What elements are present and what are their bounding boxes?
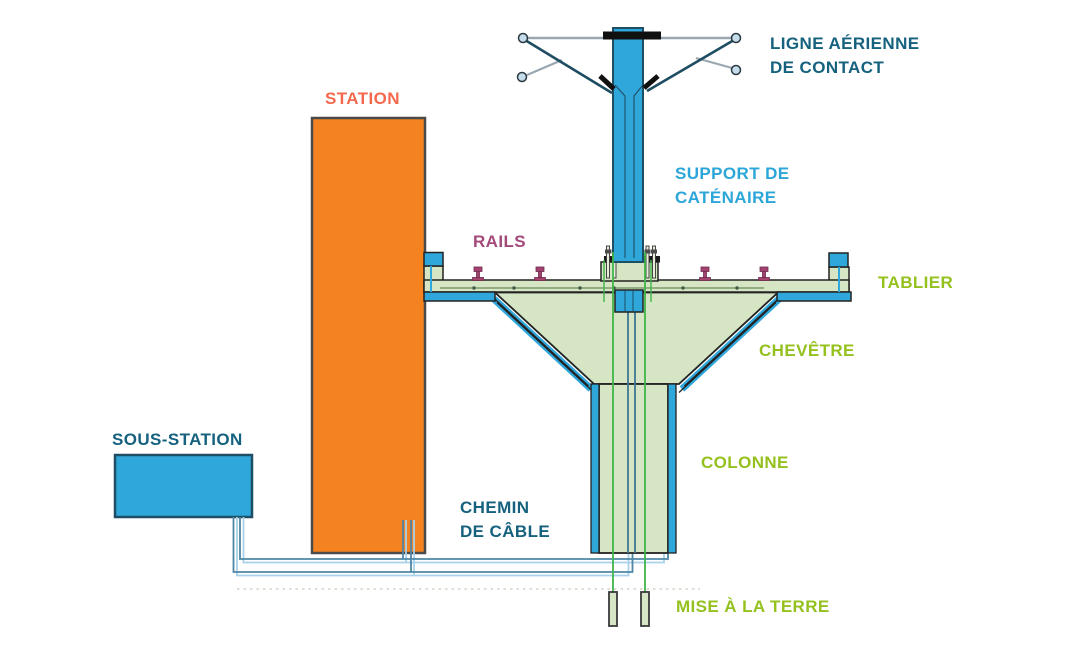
deck-soffit-band-left — [423, 291, 496, 302]
deck-right-parapet-block — [828, 252, 849, 268]
grounding-system — [603, 252, 652, 627]
label-cable-tray: CHEMIN DE CÂBLE — [460, 498, 551, 541]
cap-beam-right-edge-outline — [684, 295, 782, 387]
column-left-band — [590, 383, 600, 554]
cable-run-upper — [239, 517, 669, 560]
deck-left-parapet-block — [423, 251, 444, 267]
column-right-band — [667, 383, 677, 554]
cable-run-lower-light — [236, 517, 630, 577]
label-substation: SOUS-STATION — [112, 430, 243, 449]
rail-profile — [472, 266, 484, 281]
station-building — [310, 116, 427, 555]
mast-cleat-left — [598, 74, 616, 91]
column-body — [598, 383, 669, 554]
insulator-eyes — [516, 32, 742, 83]
rail-profile — [758, 266, 770, 281]
ground-rod-right — [640, 591, 650, 627]
mast-body — [612, 27, 644, 263]
label-rails: RAILS — [473, 232, 526, 251]
cable-run-lower — [232, 517, 634, 573]
column — [590, 383, 677, 554]
label-catenary-support: SUPPORT DE CATÉNAIRE — [675, 164, 790, 207]
mast-cross-arm — [603, 31, 661, 40]
deck-soffit-band-right — [776, 291, 852, 302]
label-station: STATION — [325, 89, 400, 108]
cantilever-stay-left — [524, 38, 613, 95]
label-cap-beam: CHEVÊTRE — [759, 341, 855, 360]
mast-embedded-fixing — [614, 289, 644, 313]
cable-tray — [232, 311, 669, 577]
cap-beam-left-edge-outline — [496, 302, 595, 393]
cap-beam-right-edge-outline — [678, 302, 777, 393]
label-overhead-contact-line: LIGNE AÉRIENNE DE CONTACT — [770, 34, 920, 77]
cantilever-stay-right — [646, 38, 735, 93]
label-column: COLONNE — [701, 453, 789, 472]
mast-cleat-right — [642, 74, 660, 90]
ground-wires — [603, 252, 652, 592]
ground-rod-left — [608, 591, 618, 627]
mast-web-lines — [614, 84, 644, 258]
label-grounding: MISE À LA TERRE — [676, 597, 830, 616]
catenary-assembly — [516, 27, 742, 263]
cantilever-brace-left — [526, 58, 563, 77]
rail-profile — [534, 266, 546, 281]
rails-group — [472, 266, 770, 281]
cap-beam — [491, 291, 782, 393]
substation-building — [113, 453, 254, 519]
cap-beam-left-edge-outline — [491, 295, 589, 387]
deck-conduit-dots — [472, 286, 739, 290]
rail-profile — [699, 266, 711, 281]
deck — [423, 251, 852, 302]
label-deck: TABLIER — [878, 273, 954, 292]
